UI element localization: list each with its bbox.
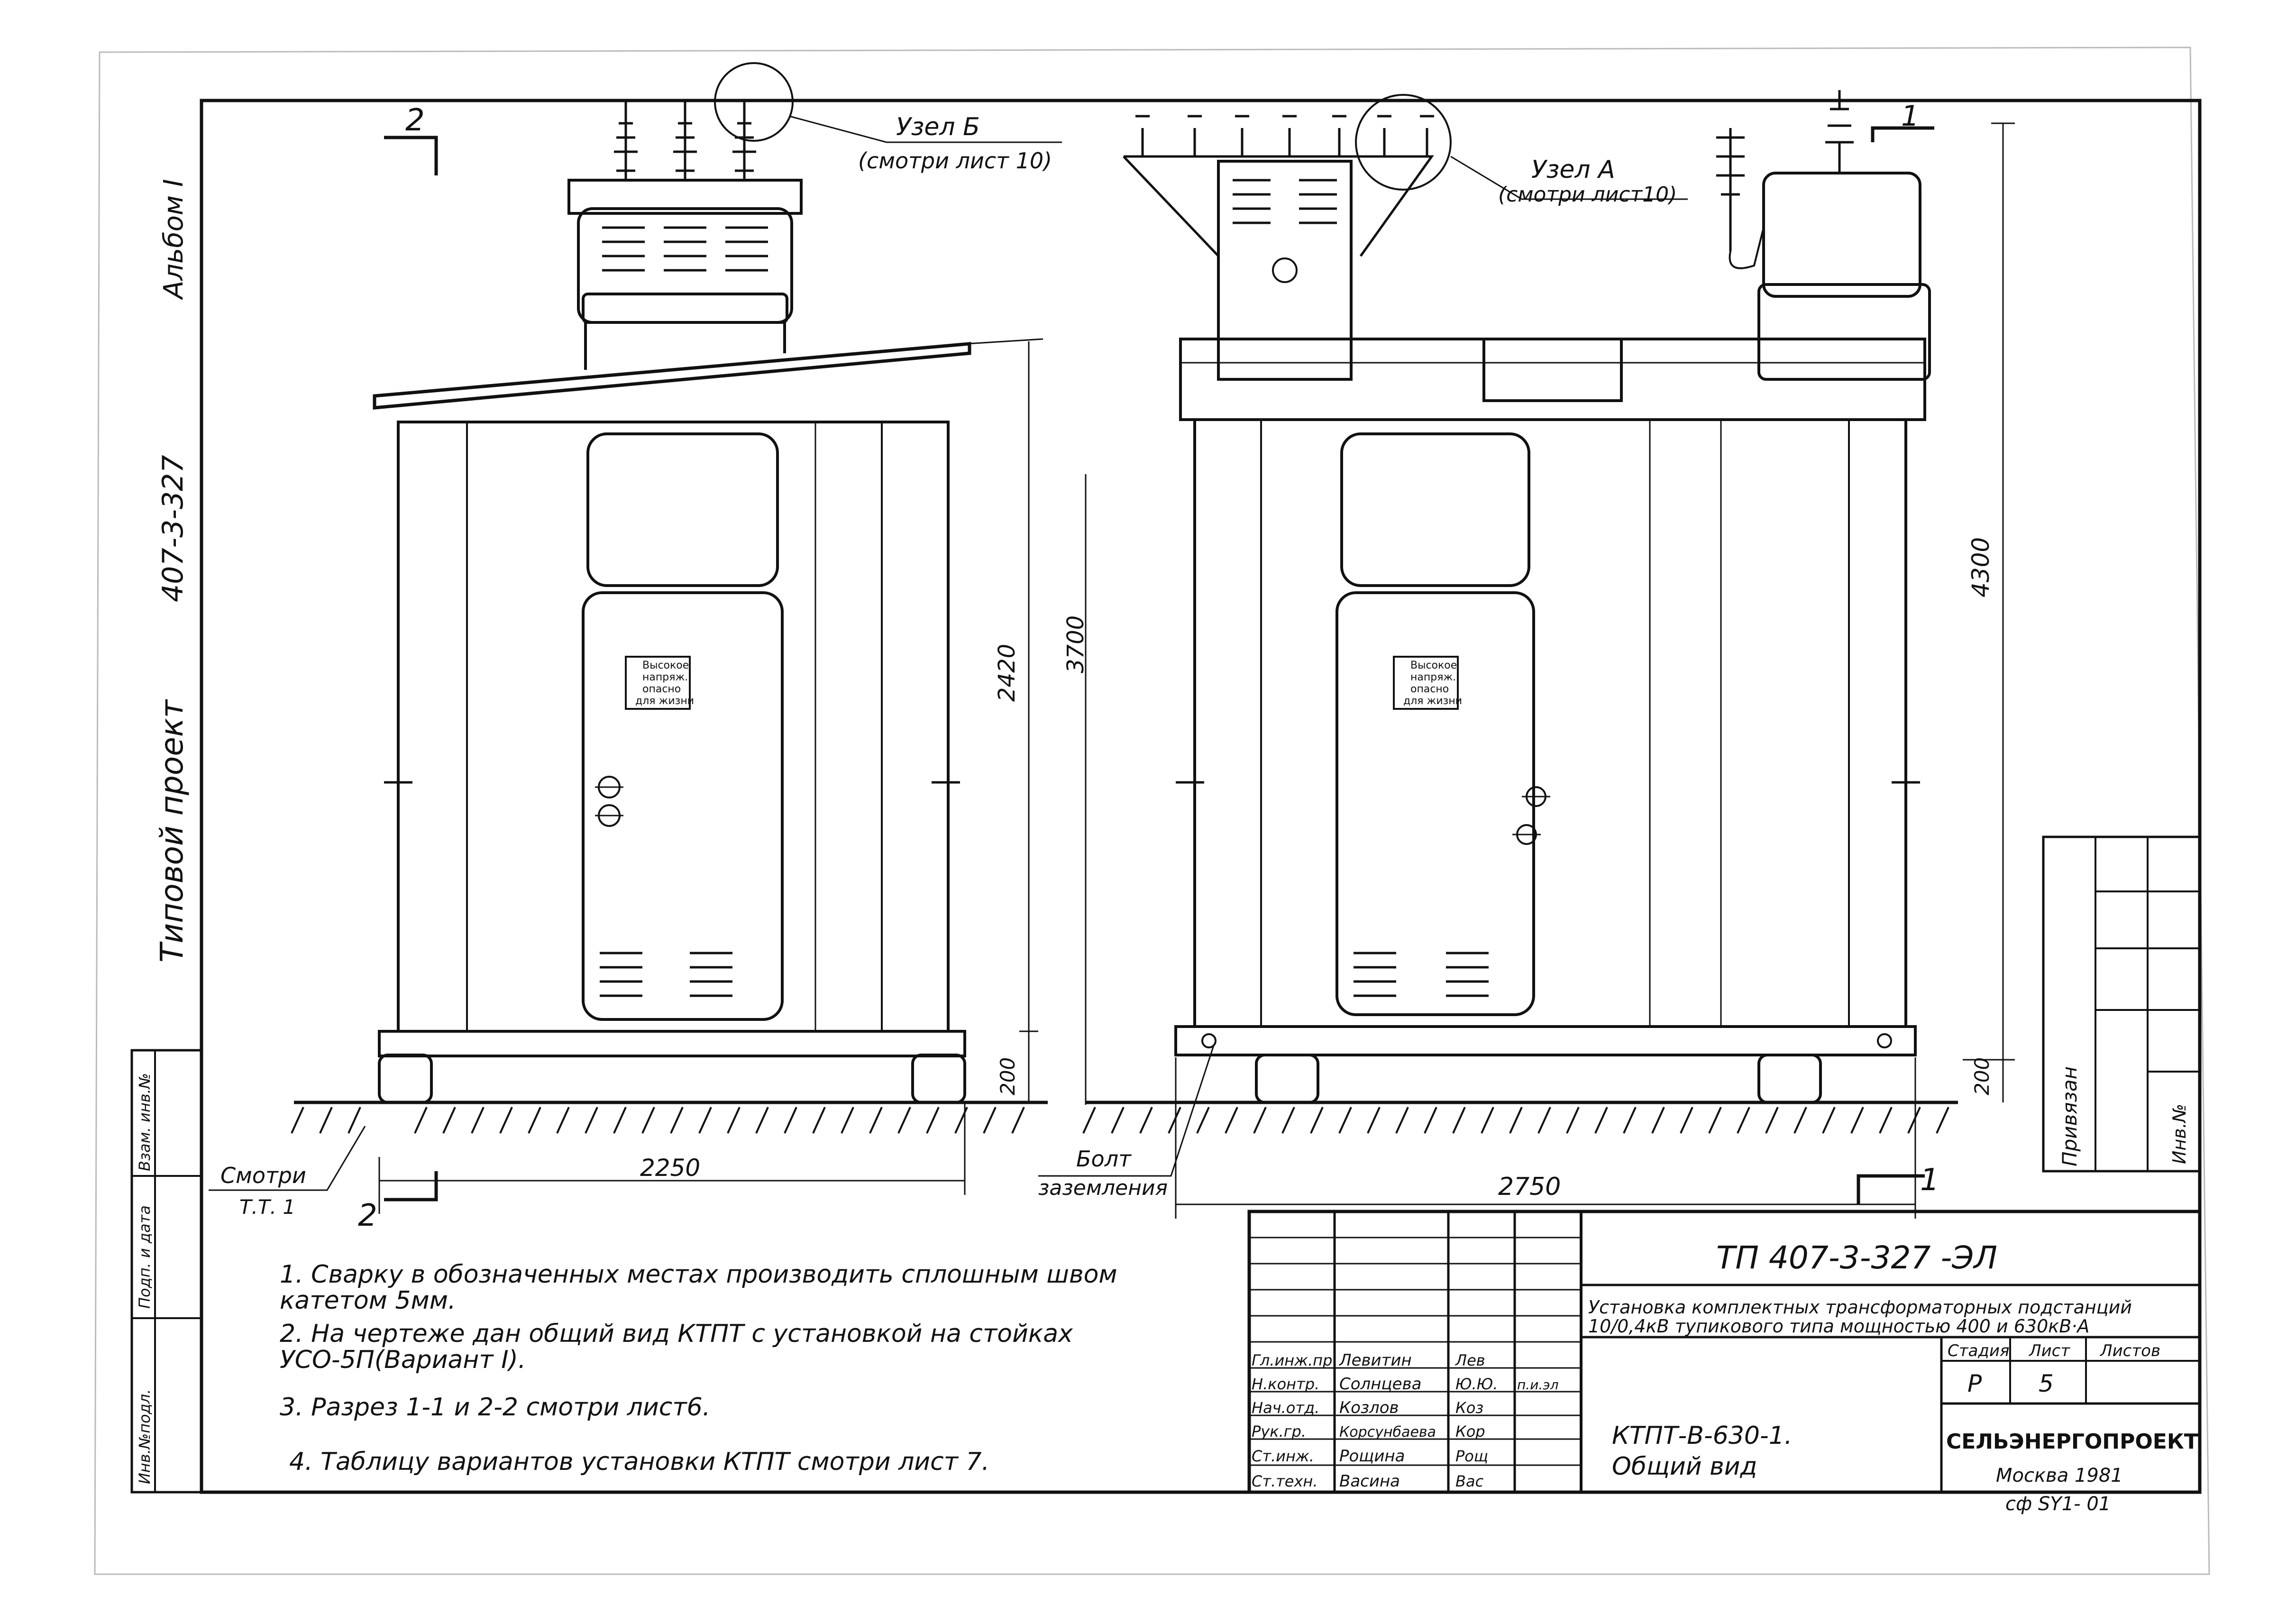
notes-block: 1. Сварку в обозначенных местах производ… — [280, 1260, 1117, 1476]
sig-sign-0: Лев — [1455, 1351, 1485, 1369]
project-number: 407-3-327 — [156, 455, 190, 602]
sig-sign-1: Ю.Ю. — [1455, 1375, 1498, 1393]
warning-line2: напряж. — [642, 671, 688, 683]
sheet-header: Лист — [2028, 1341, 2070, 1360]
warning-line2-r: напряж. — [1410, 671, 1456, 683]
sig-date-1: п.и.эл — [1517, 1377, 1559, 1393]
sig-sign-4: Рощ — [1455, 1447, 1488, 1465]
dim-right-base: 200 — [1970, 1057, 1994, 1095]
stage-value: Р — [1967, 1370, 1982, 1397]
right-view — [1038, 90, 2015, 1219]
warning-sign-left: Высокое напряж. опасно для жизни — [625, 656, 694, 710]
sig-name-0: Левитин — [1338, 1351, 1412, 1370]
sig-name-4: Рощина — [1339, 1447, 1405, 1466]
warning-sign-right: Высокое напряж. опасно для жизни — [1393, 656, 1462, 710]
sheet-frame — [94, 46, 2210, 1575]
sig-name-1: Солнцева — [1339, 1375, 1421, 1394]
dim-right-height: 4300 — [1967, 537, 1994, 597]
node-b-label: Узел Б — [896, 113, 980, 141]
sig-role-5: Ст.техн. — [1252, 1472, 1318, 1490]
note-2-cont: УСО-5П(Вариант I). — [280, 1346, 526, 1374]
dim-left-base: 200 — [996, 1057, 1019, 1095]
note-1: 1. Сварку в обозначенных местах производ… — [280, 1260, 1117, 1289]
album-label: Альбом I — [158, 179, 189, 300]
podp-data-label: Подп. и дата — [136, 1205, 154, 1309]
sig-name-3: Корсунбаева — [1339, 1424, 1436, 1440]
door-louvres-right — [1354, 952, 1489, 997]
left-stamp: Инв.№подл. Подп. и дата Взам. инв.№ — [130, 1049, 203, 1494]
ground-hatch-right — [1082, 1107, 1949, 1134]
warning-line3: опасно — [642, 683, 681, 695]
sig-sign-2: Коз — [1455, 1399, 1483, 1417]
warning-line4: для жизни — [635, 695, 694, 707]
vzam-inv-label: Взам. инв.№ — [136, 1073, 154, 1171]
warning-line4-r: для жизни — [1403, 695, 1462, 707]
org-name: СЕЛЬЭНЕРГОПРОЕКТ — [1946, 1430, 2198, 1454]
archive-number: сф SY1- 01 — [2005, 1493, 2111, 1515]
sig-role-1: Н.контр. — [1252, 1375, 1319, 1393]
ground-hatch — [291, 1107, 1025, 1134]
left-view — [209, 62, 1062, 1214]
drawing-name-1: КТПТ-В-630-1. — [1612, 1422, 1792, 1450]
drawing-name-2: Общий вид — [1612, 1452, 1757, 1481]
inv-no-label: Инв.№ — [2169, 1104, 2190, 1164]
section-mark-right-bottom: 1 — [1920, 1163, 1939, 1198]
city-year: Москва 1981 — [1996, 1465, 2123, 1486]
section-mark-left-top: 2 — [405, 103, 425, 138]
side-stamp: Альбом I 407-3-327 Типовой проект — [154, 179, 190, 963]
right-stamp — [2042, 835, 2201, 1173]
see-ref: Т.Т. 1 — [239, 1195, 295, 1219]
sig-role-3: Рук.гр. — [1252, 1422, 1306, 1440]
dim-left-width: 2250 — [640, 1154, 700, 1182]
sig-role-2: Нач.отд. — [1252, 1399, 1319, 1417]
note-1-cont: катетом 5мм. — [280, 1286, 456, 1315]
node-a-label: Узел А — [1531, 156, 1615, 184]
note-4: 4. Таблицу вариантов установки КТПТ смот… — [289, 1448, 989, 1476]
title-block-text: ТП 407-3-327 -ЭЛ Установка комплектных т… — [1252, 1239, 2198, 1515]
sig-sign-5: Вас — [1455, 1472, 1484, 1490]
sig-sign-3: Кор — [1455, 1422, 1485, 1440]
sig-role-4: Ст.инж. — [1252, 1447, 1314, 1465]
title-line-1: Установка комплектных трансформаторных п… — [1588, 1297, 2132, 1318]
sig-name-5: Васина — [1339, 1472, 1400, 1491]
insulators-row — [1135, 115, 1434, 156]
bolt-label-2: заземления — [1038, 1176, 1168, 1200]
left-view-labels: 2 2 Узел Б (смотри лист 10) Смотри Т.Т. … — [220, 103, 1089, 1233]
dim-left-height: 2420 — [994, 644, 1020, 702]
warning-line1-r: Высокое — [1410, 660, 1457, 671]
sig-role-0: Гл.инж.пр. — [1252, 1351, 1337, 1369]
privyazan-label: Привязан — [2058, 1066, 2081, 1166]
hv-box-louvres — [1233, 179, 1337, 224]
dim-total-height: 3700 — [1062, 615, 1089, 673]
sheet-value: 5 — [2039, 1370, 2054, 1397]
warning-line1: Высокое — [642, 660, 689, 671]
note-2: 2. На чертеже дан общий вид КТПТ с устан… — [280, 1320, 1073, 1348]
inv-podl-label: Инв.№подл. — [136, 1389, 154, 1484]
node-b-ref: (смотри лист 10) — [858, 148, 1052, 174]
see-label: Смотри — [220, 1163, 306, 1188]
door-louvres-left — [600, 952, 732, 997]
title-line-2: 10/0,4кВ тупикового типа мощностью 400 и… — [1588, 1316, 2089, 1337]
dim-right-width: 2750 — [1498, 1173, 1561, 1201]
stage-header: Стадия — [1948, 1341, 2009, 1360]
title-block-grid — [1247, 1210, 2202, 1494]
section-mark-right-top: 1 — [1901, 100, 1919, 133]
warning-line3-r: опасно — [1410, 683, 1449, 695]
transformer-louvres — [602, 226, 768, 272]
sig-name-2: Козлов — [1339, 1398, 1399, 1417]
node-a-ref: (смотри лист10) — [1498, 183, 1677, 207]
note-3: 3. Разрез 1-1 и 2-2 смотри лист6. — [280, 1393, 710, 1422]
bushings-left — [614, 100, 756, 180]
project-type: Типовой проект — [154, 698, 190, 963]
bolt-label-1: Болт — [1076, 1146, 1132, 1172]
right-view-labels: 1 1 Узел А (смотри лист10) Болт заземлен… — [1038, 100, 1994, 1201]
doc-code: ТП 407-3-327 -ЭЛ — [1716, 1239, 1997, 1276]
section-mark-left-bottom: 2 — [358, 1198, 377, 1233]
sheets-header: Листов — [2099, 1341, 2160, 1360]
